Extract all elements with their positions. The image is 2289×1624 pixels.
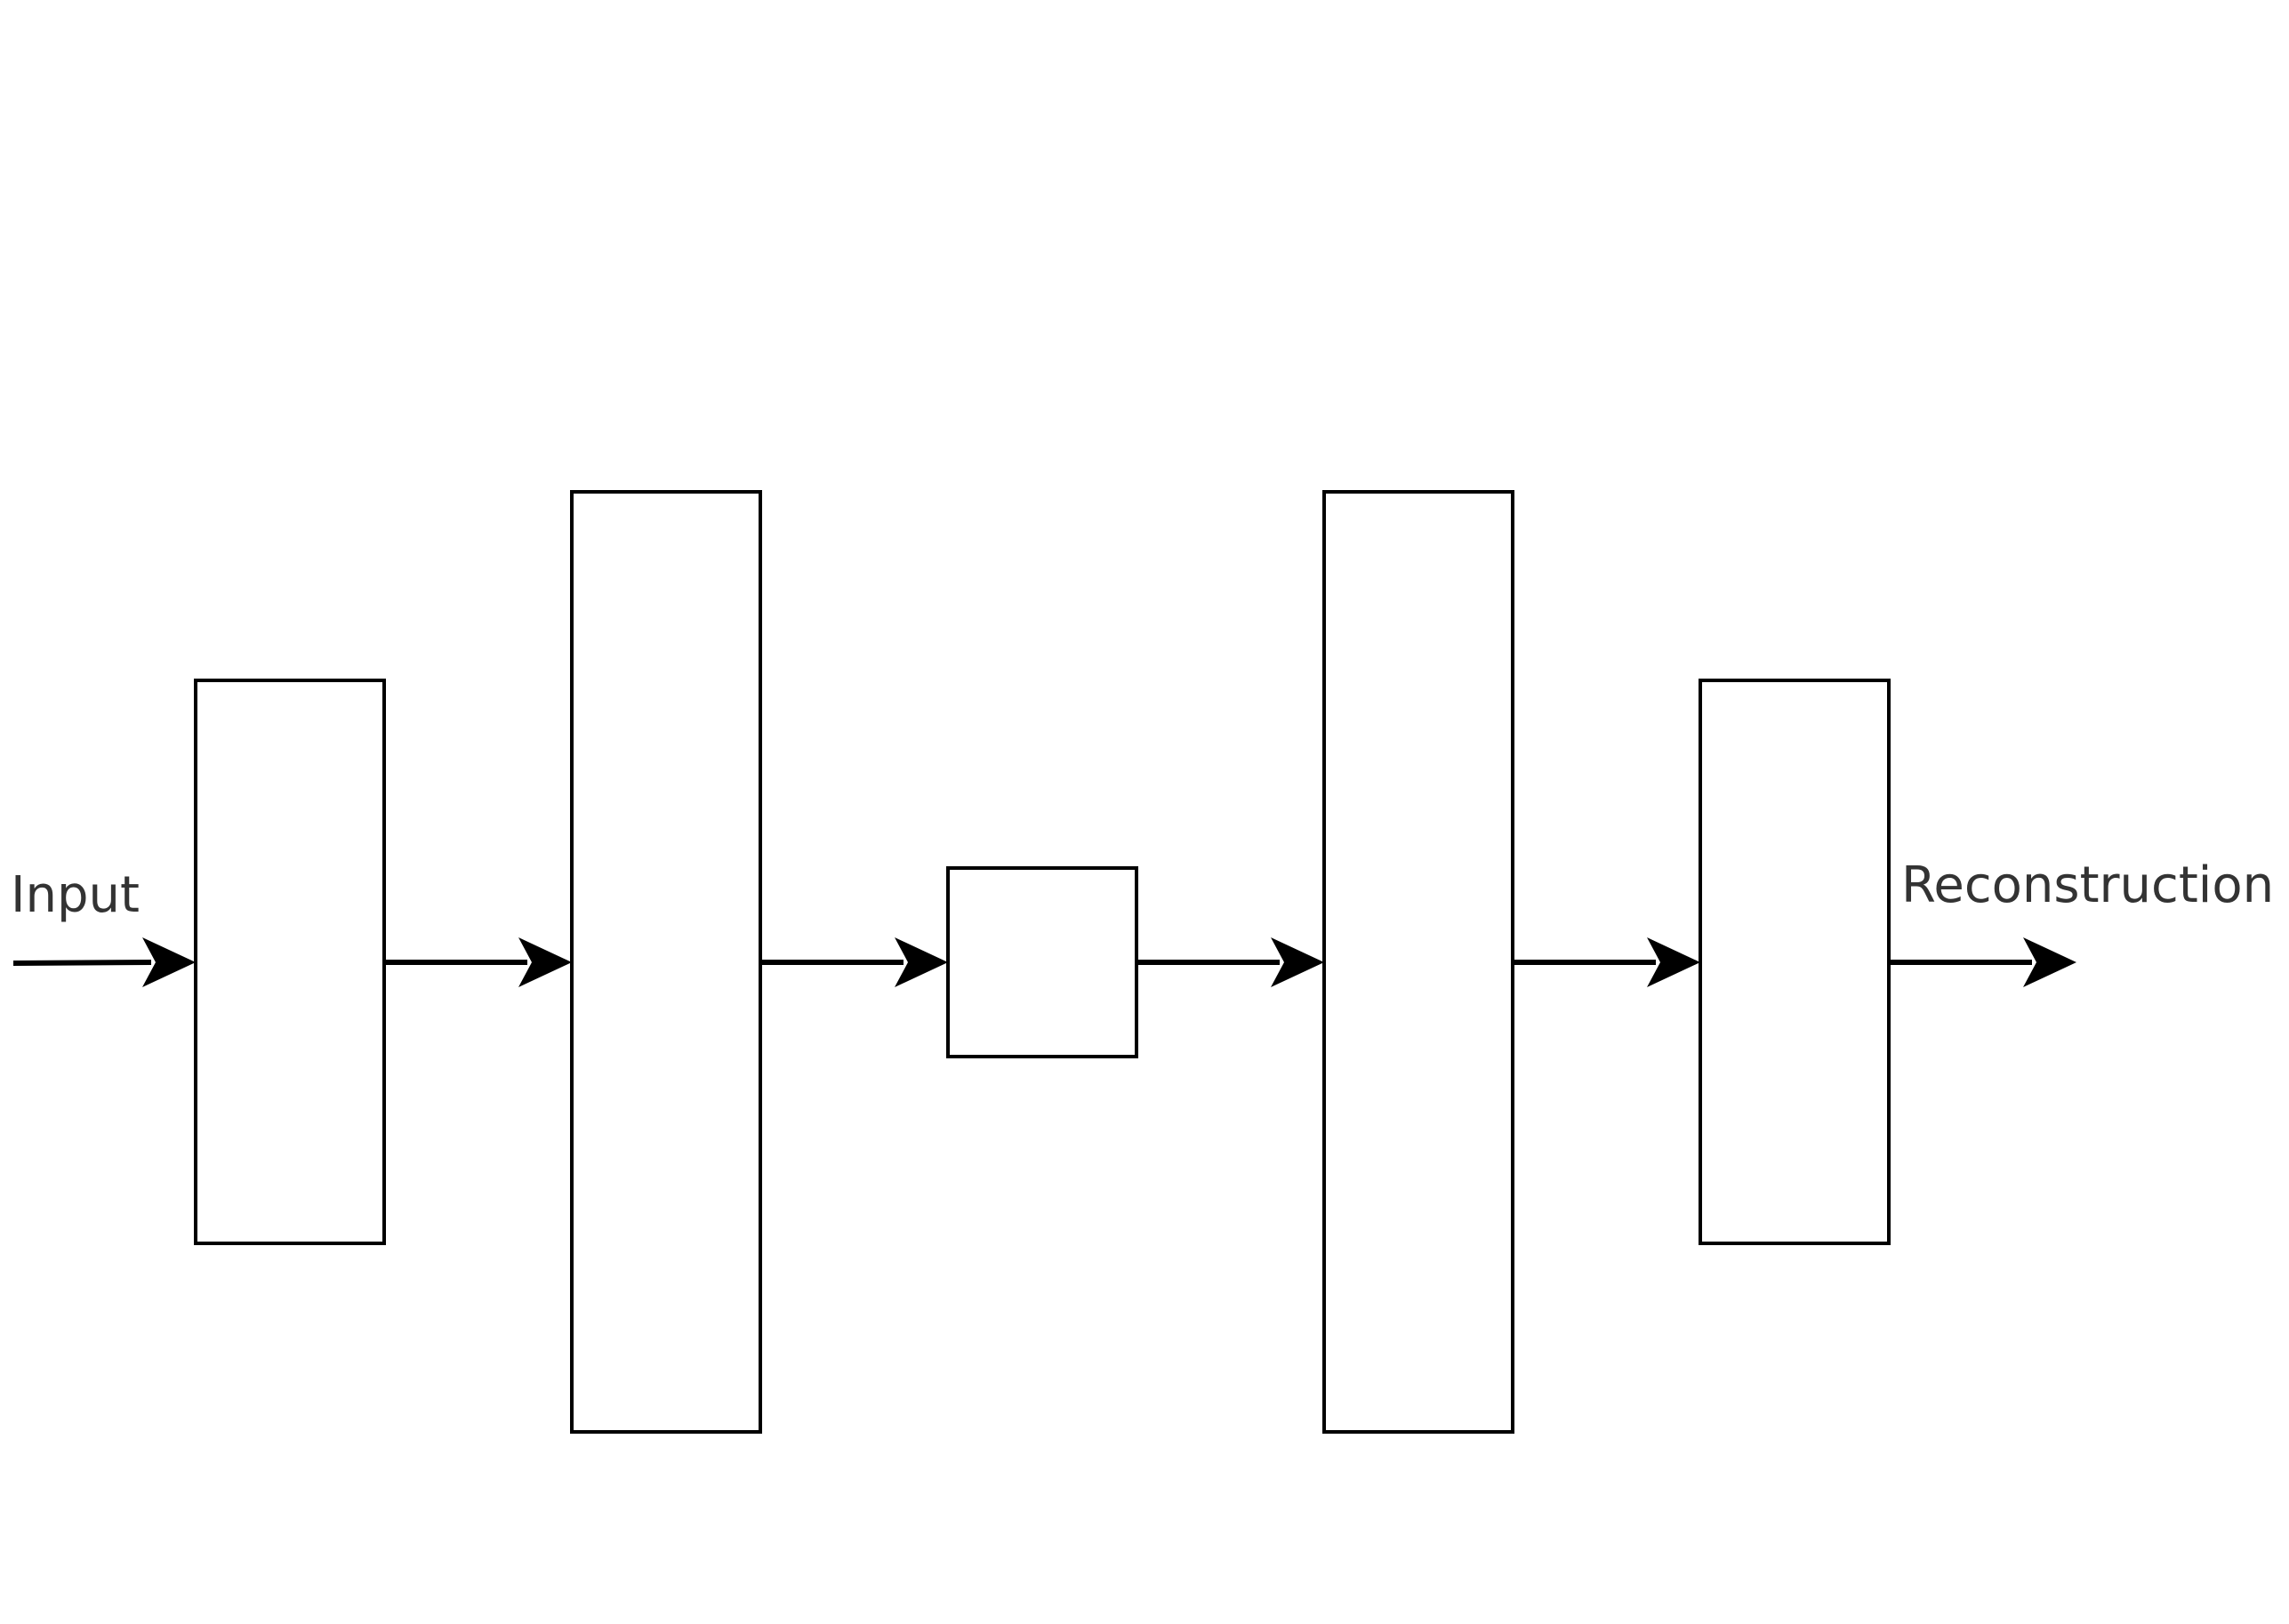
bottleneck-layer-box — [946, 866, 1138, 1058]
arrow-encoder-2-to-bottleneck — [760, 937, 948, 987]
arrow-encoder-1-to-2 — [384, 937, 572, 987]
decoder-layer-2-box — [1699, 679, 1891, 1245]
input-label: Input — [11, 866, 140, 924]
arrow-decoder-1-to-2 — [1513, 937, 1700, 987]
arrow-output — [1889, 937, 2076, 987]
decoder-layer-1-box — [1322, 490, 1514, 1434]
encoder-layer-1-box — [194, 679, 386, 1245]
reconstruction-label: Reconstruction — [1901, 856, 2274, 914]
arrow-bottleneck-to-decoder-1 — [1136, 937, 1324, 987]
arrow-input — [12, 937, 196, 987]
encoder-layer-2-box — [570, 490, 762, 1434]
